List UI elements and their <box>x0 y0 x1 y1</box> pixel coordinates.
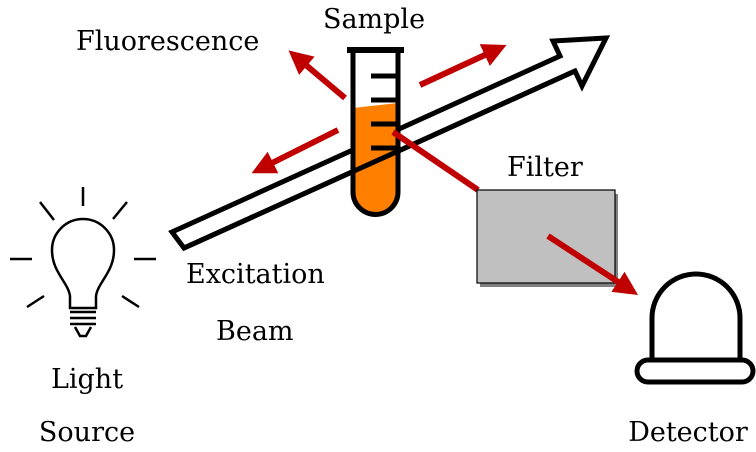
light-source-label-line2: Source <box>39 417 135 448</box>
filtered-light-arrow <box>546 233 639 295</box>
light-source-label-line1: Light <box>51 364 123 395</box>
emission-arrow-up-left <box>288 50 347 101</box>
filter-label: Filter <box>507 152 583 183</box>
fluorescence-emission-arrows <box>251 44 507 193</box>
excitation-label-line1: Excitation <box>186 259 325 290</box>
sample-label: Sample <box>323 4 425 35</box>
detector-dome-icon <box>634 271 756 385</box>
fluorescence-label: Fluorescence <box>76 26 259 57</box>
light-bulb-icon <box>10 187 156 338</box>
detector-label: Detector <box>628 417 748 448</box>
emission-line-to-filter <box>391 129 480 193</box>
emission-arrow-down-left <box>251 127 340 174</box>
excitation-beam-edge <box>182 68 577 251</box>
emission-arrow-up-right <box>418 44 507 88</box>
excitation-label-line2: Beam <box>216 316 294 347</box>
